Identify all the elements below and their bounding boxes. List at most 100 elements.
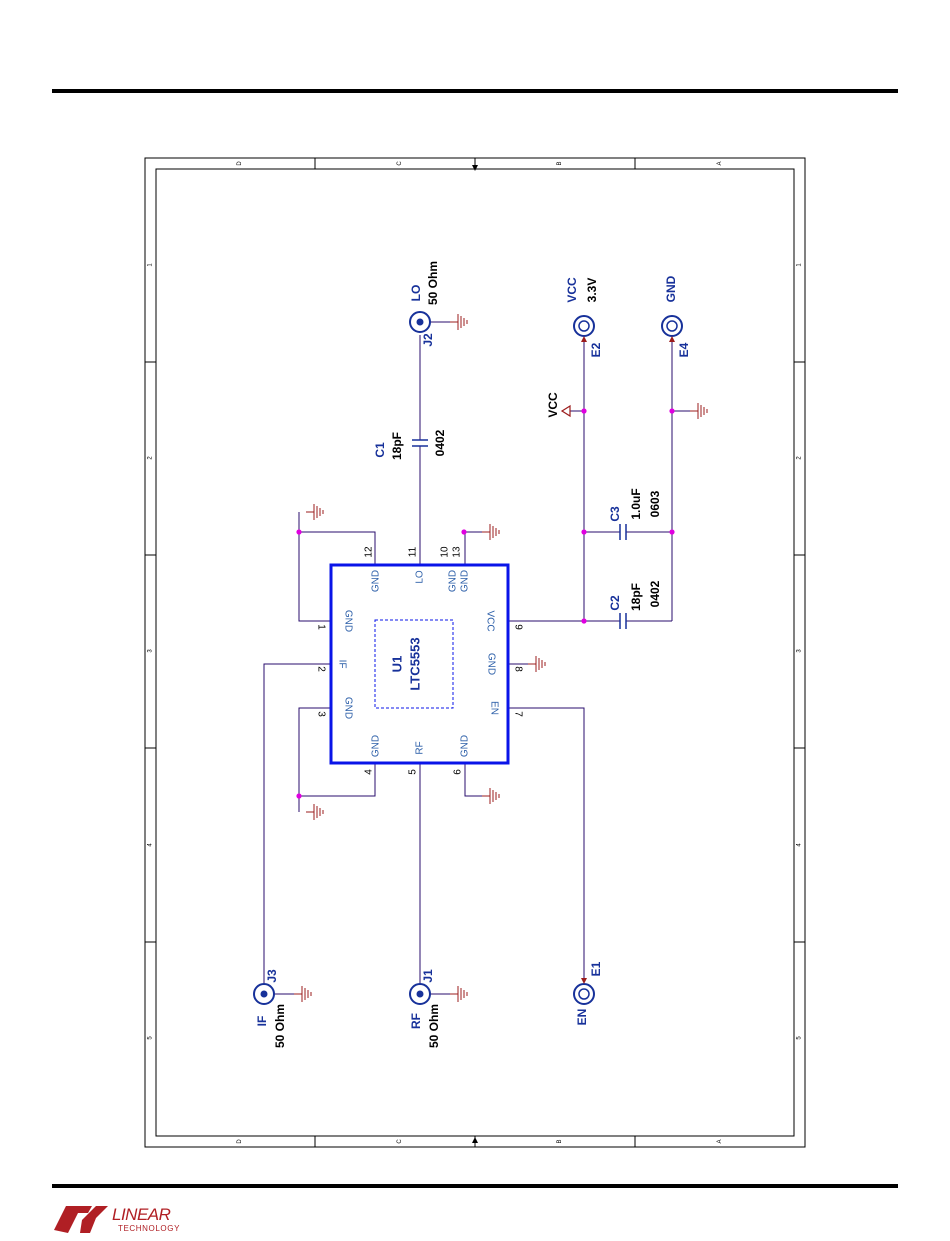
logo-subtitle: TECHNOLOGY	[118, 1224, 180, 1233]
pin-number-9: 9	[513, 624, 524, 630]
pin-number-7: 7	[513, 711, 524, 717]
pin-name-4: GND	[371, 735, 382, 757]
vcc-flag-icon	[562, 406, 570, 416]
zone-letter: C	[397, 1139, 403, 1144]
frame-outer	[145, 158, 805, 1147]
j2-impedance: 50 Ohm	[426, 261, 440, 305]
coax-center-pin	[261, 991, 268, 998]
e4-label: GND	[664, 275, 678, 302]
zone-letter: D	[237, 1139, 243, 1144]
zone-number: 3	[148, 649, 154, 653]
turret-inner-ring	[667, 321, 677, 331]
zone-number: 2	[797, 456, 803, 460]
c1-reference: C1	[373, 442, 387, 458]
junction-dot	[296, 529, 301, 534]
zone-number: 5	[797, 1036, 803, 1040]
j2-label: LO	[409, 285, 423, 302]
zone-number: 4	[148, 843, 154, 847]
c2-size: 0402	[648, 580, 662, 607]
pin-name-3: GND	[343, 697, 354, 719]
junction-dot	[669, 408, 674, 413]
wire-en	[508, 708, 584, 985]
turret-inner-ring	[579, 321, 589, 331]
j3-impedance: 50 Ohm	[273, 1004, 287, 1048]
pin-number-13: 13	[452, 546, 463, 558]
arrow-icon	[581, 336, 587, 342]
c1-size: 0402	[433, 429, 447, 456]
pin-name-6: GND	[460, 735, 471, 757]
zone-number: 1	[148, 263, 154, 267]
zone-letter: A	[717, 161, 723, 165]
e2-label: VCC	[565, 277, 579, 303]
pin-name-11: LO	[415, 570, 426, 584]
pin-name-2: IF	[337, 660, 348, 669]
pin-name-7: EN	[489, 701, 500, 715]
junction-dot	[296, 793, 301, 798]
turret-inner-ring	[579, 989, 589, 999]
zone-number: 4	[797, 843, 803, 847]
zone-letter: B	[557, 1139, 563, 1143]
e2-voltage: 3.3V	[585, 278, 599, 303]
junction-dot	[581, 618, 586, 623]
center-mark-icon	[472, 1137, 478, 1143]
pin-number-12: 12	[364, 546, 375, 558]
junction-dot	[581, 529, 586, 534]
wire-gnd-pin10	[465, 532, 482, 565]
c3-value: 1.0uF	[629, 488, 643, 519]
zone-number: 1	[797, 263, 803, 267]
coax-center-pin	[417, 991, 424, 998]
u1-part-number: LTC5553	[408, 637, 423, 690]
center-mark-icon	[472, 165, 478, 171]
ground-symbols	[294, 314, 707, 1002]
pin-name-5: RF	[415, 741, 426, 754]
wire-gnd-top-left	[299, 532, 375, 621]
e4-reference: E4	[677, 342, 691, 357]
zone-number: 3	[797, 649, 803, 653]
zone-number: 5	[148, 1036, 154, 1040]
pin-number-4: 4	[364, 769, 375, 775]
arrow-icon	[581, 978, 587, 984]
wire-gnd-bottom-left	[299, 708, 375, 796]
pin-name-12: GND	[371, 570, 382, 592]
pin-name-8: GND	[486, 653, 497, 675]
e1-label: EN	[575, 1009, 589, 1026]
j1-impedance: 50 Ohm	[427, 1004, 441, 1048]
components	[254, 312, 682, 1004]
pin-name-1: GND	[343, 610, 354, 632]
pin-number-8: 8	[513, 666, 524, 672]
pin-number-5: 5	[408, 769, 419, 775]
j1-reference: J1	[421, 969, 435, 983]
linear-technology-logo: LINEAR TECHNOLOGY	[52, 1200, 192, 1236]
pin-name-9: VCC	[485, 610, 496, 631]
wires	[264, 322, 690, 994]
j3-reference: J3	[265, 969, 279, 983]
arrow-icon	[669, 336, 675, 342]
junction-dot	[669, 529, 674, 534]
pin-number-11: 11	[408, 546, 419, 557]
logo-word: LINEAR	[112, 1205, 171, 1224]
wire-gnd-pin6	[465, 763, 482, 796]
pin-name-13: GND	[460, 570, 471, 592]
zone-letter: B	[557, 161, 563, 165]
j1-label: RF	[409, 1013, 423, 1029]
vcc-flag-label: VCC	[546, 392, 560, 418]
pin-number-6: 6	[453, 769, 464, 775]
pin-number-1: 1	[316, 624, 327, 630]
pin-number-3: 3	[316, 711, 327, 717]
e2-reference: E2	[589, 342, 603, 357]
j2-reference: J2	[421, 333, 435, 347]
c3-reference: C3	[608, 506, 622, 522]
zone-letter: D	[237, 161, 243, 166]
frame-inner	[156, 169, 794, 1136]
zone-letter: A	[717, 1139, 723, 1143]
c1-value: 18pF	[390, 432, 404, 460]
drawing-frame	[145, 158, 805, 1147]
lt-mark-icon	[54, 1206, 108, 1233]
c3-size: 0603	[648, 490, 662, 517]
zone-number: 2	[148, 456, 154, 460]
zone-letter: C	[397, 161, 403, 166]
c2-value: 18pF	[629, 583, 643, 611]
junction-dot	[581, 408, 586, 413]
